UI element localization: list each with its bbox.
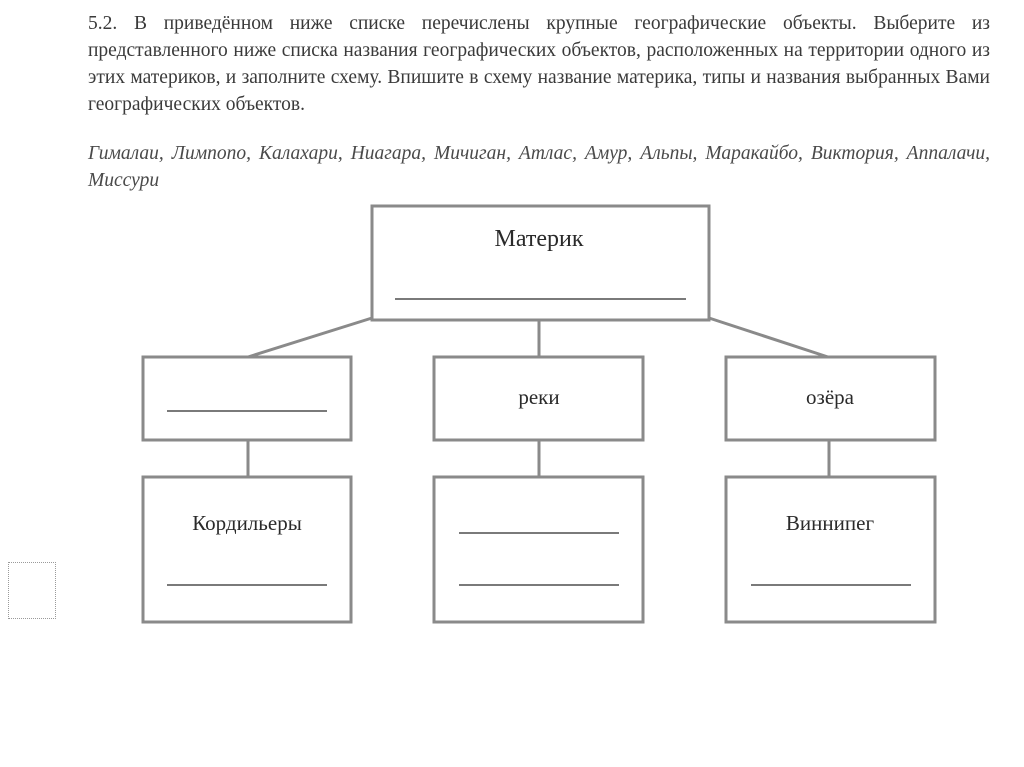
object-box-right: Виннипег: [724, 475, 937, 624]
type-right-label: озёра: [806, 385, 855, 409]
task-text: 5.2. В приведённом ниже списке перечисле…: [88, 13, 990, 115]
type-middle-label: реки: [518, 385, 559, 409]
object-left-label: Кордильеры: [192, 511, 302, 535]
object-right-label: Виннипег: [786, 511, 875, 535]
type-box-right: озёра: [724, 355, 937, 442]
connector-top-left: [247, 316, 373, 359]
dotted-placeholder-box: [8, 562, 56, 619]
continent-label: Материк: [494, 226, 583, 252]
type-box-middle: реки: [432, 355, 645, 442]
continent-box: Материк: [370, 204, 711, 322]
type-box-left: [141, 355, 353, 442]
geo-objects-list: Гималаи, Лимпопо, Калахари, Ниагара, Мич…: [88, 143, 990, 191]
object-box-left: Кордильеры: [141, 475, 353, 624]
object-box-middle: [432, 475, 645, 624]
connector-top-right: [708, 316, 829, 359]
